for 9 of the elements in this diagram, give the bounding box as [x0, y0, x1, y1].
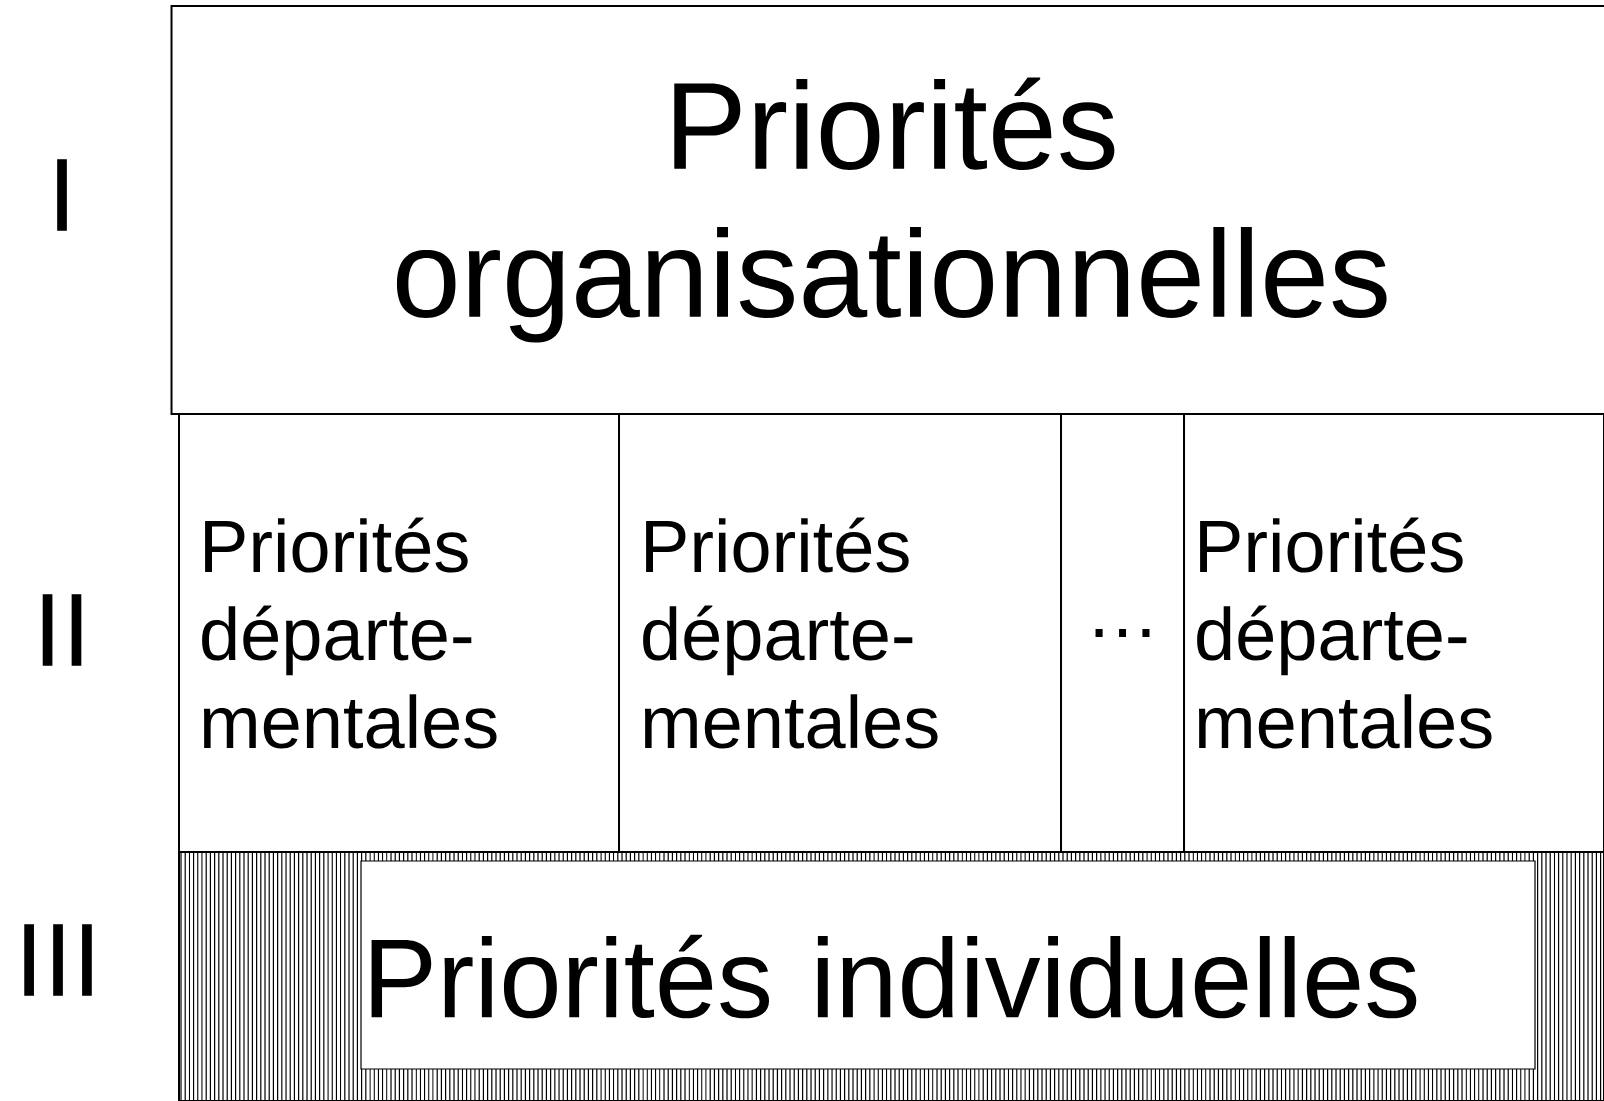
- level-numeral: I: [57, 159, 67, 231]
- hatched-band: Priorités individuelles: [178, 851, 1604, 1101]
- level-numeral: III: [24, 924, 92, 996]
- level-numeral: II: [42, 594, 82, 666]
- priority-box: Priorités départe- mentales: [1183, 413, 1604, 853]
- priority-box: Priorités départe- mentales: [178, 413, 620, 853]
- priority-box: Priorités organisationnelles: [170, 5, 1604, 415]
- priority-box: Priorités départe- mentales: [618, 413, 1062, 853]
- ellipsis-box: …: [1060, 413, 1185, 853]
